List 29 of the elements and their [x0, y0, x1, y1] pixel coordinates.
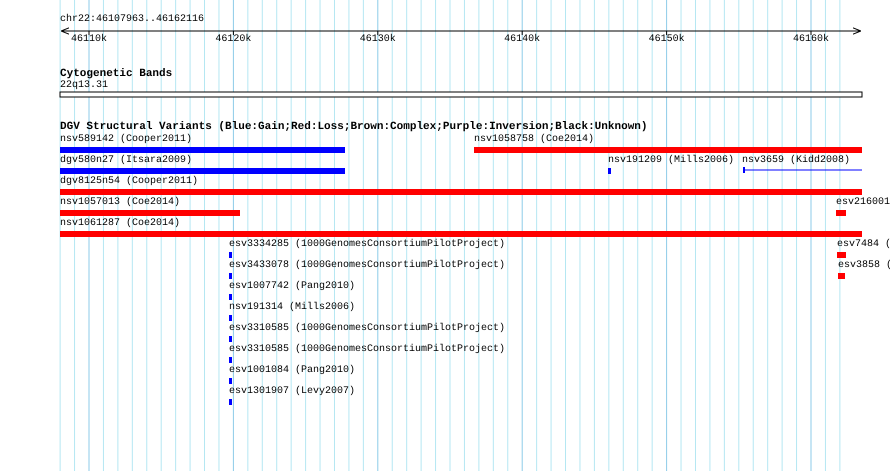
variant-label: nsv3659 (Kidd2008)	[742, 155, 850, 167]
variant-label: nsv589142 (Cooper2011)	[60, 134, 192, 146]
variant-label: dgv8125n54 (Cooper2011)	[60, 176, 198, 188]
variant-label: dgv580n27 (Itsara2009)	[60, 155, 192, 167]
scale-tick-label: 46120k	[215, 34, 252, 46]
variant-label: esv1301907 (Levy2007)	[229, 386, 356, 398]
variant-label: esv216001	[836, 197, 890, 209]
scale-tick-label: 46130k	[360, 34, 396, 46]
variant-label: esv1007742 (Pang2010)	[229, 281, 356, 293]
variant-label: esv1001084 (Pang2010)	[229, 365, 356, 377]
variant-label: esv7484 (	[837, 239, 890, 251]
track-title: Cytogenetic Bands	[60, 68, 172, 80]
scale-tick-label: 46160k	[793, 34, 829, 46]
scale-tick-label: 46150k	[648, 34, 685, 46]
band-label: 22q13.31	[60, 80, 108, 92]
location-label: chr22:46107963..46162116	[60, 14, 204, 26]
variant-label: nsv191314 (Mills2006)	[229, 302, 356, 314]
variant-label: esv3334285 (1000GenomesConsortiumPilotProject)	[229, 239, 506, 251]
scale-tick-label: 46110k	[71, 34, 107, 46]
variant-label: esv3310585 (1000GenomesConsortiumPilotProject)	[229, 323, 506, 335]
variant-label: nsv1058758 (Coe2014)	[474, 134, 594, 146]
variant-label: esv3858 (	[838, 260, 890, 272]
variant-label: esv3310585 (1000GenomesConsortiumPilotProject)	[229, 344, 506, 356]
variant-label: nsv1061287 (Coe2014)	[60, 218, 180, 230]
variant-label: nsv1057013 (Coe2014)	[60, 197, 180, 209]
variant-label: esv3433078 (1000GenomesConsortiumPilotProject)	[229, 260, 506, 272]
scale-tick-label: 46140k	[504, 34, 540, 46]
variant-label: nsv191209 (Mills2006)	[608, 155, 734, 167]
track-title: DGV Structural Variants (Blue:Gain;Red:Loss;Brown:Complex;Purple:Inversion;Black:Unknown)	[60, 121, 648, 133]
